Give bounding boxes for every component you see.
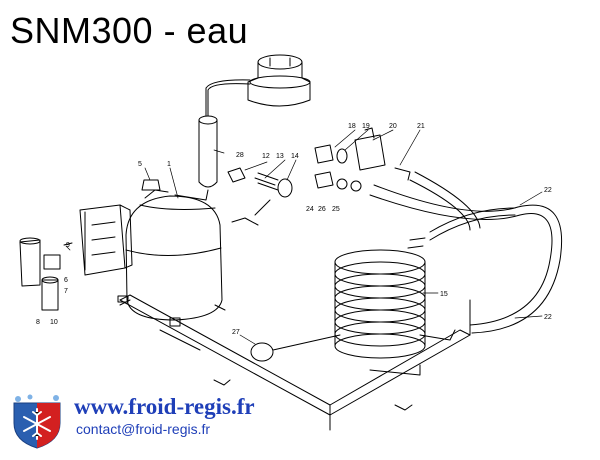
condenser-coil [334, 249, 456, 376]
part-label-22-bottom: 22 [544, 314, 552, 321]
loose-parts [19, 237, 73, 311]
part-label-6: 6 [64, 277, 68, 284]
part-label-14: 14 [291, 153, 299, 160]
part-label-20: 20 [389, 123, 397, 130]
water-bottle [247, 54, 311, 107]
part-label-5: 5 [138, 161, 142, 168]
part-label-12: 12 [262, 153, 270, 160]
water-hoses [369, 171, 563, 334]
valve-assembly [314, 127, 411, 192]
part-label-26: 26 [318, 206, 326, 213]
part-label-25: 25 [332, 206, 340, 213]
thermostat-bulb [250, 334, 341, 362]
part-label-28: 28 [236, 152, 244, 159]
part-5-cap [141, 179, 161, 191]
part-label-8: 8 [36, 319, 40, 326]
fittings-12-14 [227, 167, 293, 226]
compressor [117, 189, 226, 327]
email-link[interactable]: contact@froid-regis.fr [76, 421, 211, 437]
part-label-9: 9 [66, 242, 70, 249]
relay-box [79, 204, 133, 276]
receiver-tube [174, 79, 251, 201]
part-label-27: 27 [232, 329, 240, 336]
part-label-10: 10 [50, 319, 58, 326]
part-label-19: 19 [362, 123, 370, 130]
part-label-22-top: 22 [544, 187, 552, 194]
part-label-7: 7 [64, 288, 68, 295]
part-label-15: 15 [440, 291, 448, 298]
page-title: SNM300 - eau [10, 10, 249, 51]
website-link[interactable]: www.froid-regis.fr [74, 394, 255, 419]
snowflake-shield-icon [13, 394, 61, 449]
part-label-13: 13 [276, 153, 284, 160]
part-label-1: 1 [167, 161, 171, 168]
part-label-21: 21 [417, 123, 425, 130]
leader-lines [65, 129, 543, 345]
part-label-18: 18 [348, 123, 356, 130]
part-label-24: 24 [306, 206, 314, 213]
base-frame [119, 294, 471, 431]
